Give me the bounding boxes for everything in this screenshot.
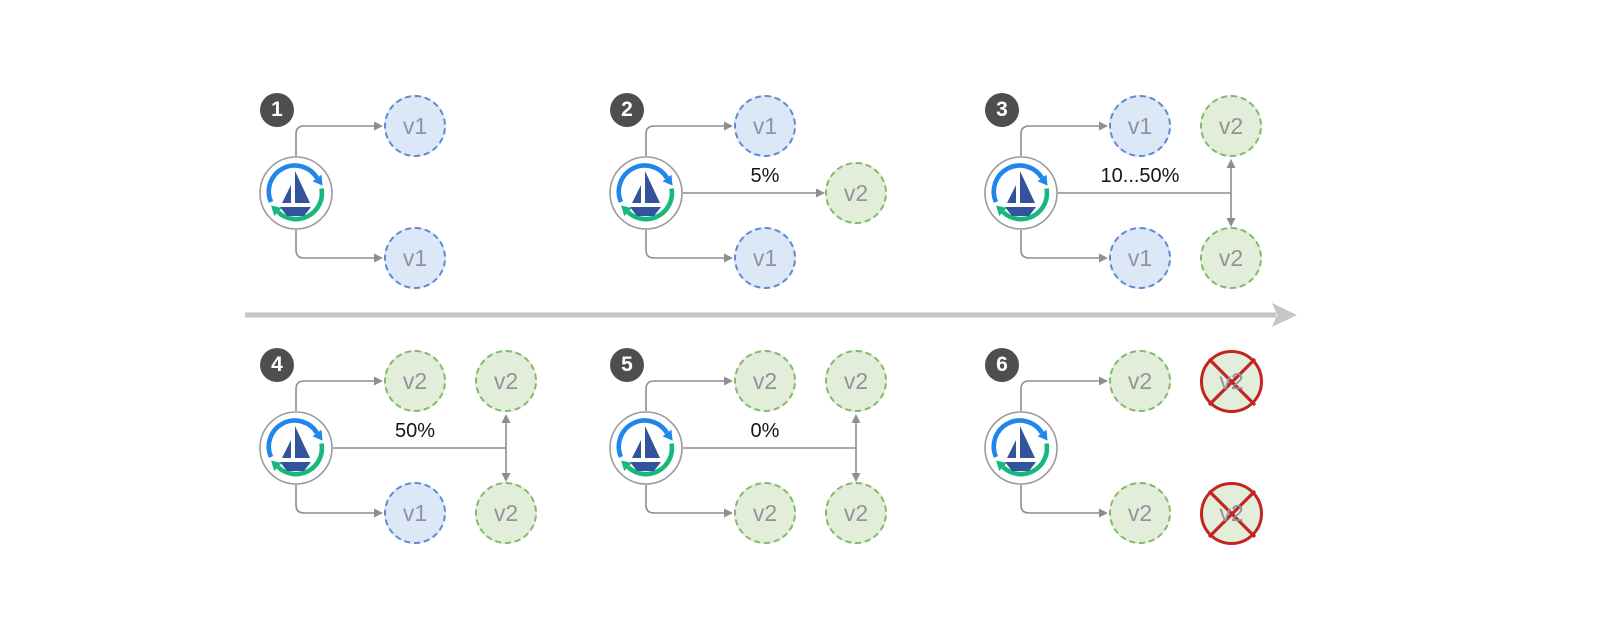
node-v1: v1 [384,482,446,544]
node-label: v1 [1127,244,1153,271]
node-label: v2 [1219,500,1244,526]
step-number-badge: 6 [985,348,1019,382]
node-v2: v2 [825,482,887,544]
traffic-percentage-label: 5% [750,165,780,187]
connector-arrows [295,121,383,263]
rollout-sync-sailboat-icon [983,155,1059,231]
step-number-badge: 1 [260,93,294,127]
node-label: v1 [402,244,428,271]
node-label: v2 [843,179,869,206]
rollout-sync-sailboat-icon [608,155,684,231]
node-v2: v2 [734,482,796,544]
node-v2: v2 [825,162,887,224]
canary-step-4: 4 50% v2 v2 v1 v2 [250,335,570,550]
canary-step-1: 1 v1 v1 [250,80,570,295]
rollout-sync-sailboat-icon [608,410,684,486]
canary-step-5: 5 0% v2 v2 v2 v2 [600,335,920,550]
node-label: v2 [402,367,428,394]
node-v2: v2 [384,350,446,412]
node-v2: v2 [475,482,537,544]
node-label: v2 [1127,367,1153,394]
connector-arrows [1020,376,1108,518]
red-cross-mark [1207,357,1257,407]
node-label: v1 [402,499,428,526]
node-label: v2 [752,499,778,526]
red-cross-mark [1207,489,1257,539]
traffic-percentage-label: 50% [394,420,436,442]
node-label: v1 [402,112,428,139]
node-label: v2 [843,499,869,526]
rollout-sync-sailboat-icon [258,410,334,486]
node-label: v2 [752,367,778,394]
node-label: v2 [843,367,869,394]
node-label: v1 [752,244,778,271]
step-number-badge: 5 [610,348,644,382]
connector-arrows [295,376,511,518]
node-label: v2 [1127,499,1153,526]
canary-step-6: 6 v2 v2 v2 [975,335,1295,550]
node-v1: v1 [1109,227,1171,289]
node-v1: v1 [384,227,446,289]
node-label: v2 [1218,112,1244,139]
node-label: v2 [493,367,519,394]
node-label: v1 [1127,112,1153,139]
connector-arrows [645,376,861,518]
node-v2-terminated: v2 [1200,482,1263,545]
connector-arrows [645,121,825,263]
node-v2: v2 [1200,95,1262,157]
connector-arrows [1020,121,1236,263]
node-v2: v2 [1109,350,1171,412]
node-v2-terminated: v2 [1200,350,1263,413]
canary-step-2: 2 5% v1 v2 v1 [600,80,920,295]
node-label: v1 [752,112,778,139]
node-label: v2 [1219,368,1244,394]
node-label: v2 [493,499,519,526]
node-v2: v2 [1200,227,1262,289]
node-v2: v2 [475,350,537,412]
node-label: v2 [1218,244,1244,271]
step-number-badge: 2 [610,93,644,127]
rollout-sync-sailboat-icon [983,410,1059,486]
node-v2: v2 [1109,482,1171,544]
rollout-sync-sailboat-icon [258,155,334,231]
node-v1: v1 [384,95,446,157]
traffic-percentage-label: 10...50% [1100,165,1180,187]
node-v1: v1 [734,95,796,157]
canary-step-3: 3 10...50% v1 v2 v1 v2 [975,80,1295,295]
step-number-badge: 4 [260,348,294,382]
node-v2: v2 [825,350,887,412]
node-v2: v2 [734,350,796,412]
step-number-badge: 3 [985,93,1019,127]
node-v1: v1 [1109,95,1171,157]
node-v1: v1 [734,227,796,289]
traffic-percentage-label: 0% [750,420,780,442]
